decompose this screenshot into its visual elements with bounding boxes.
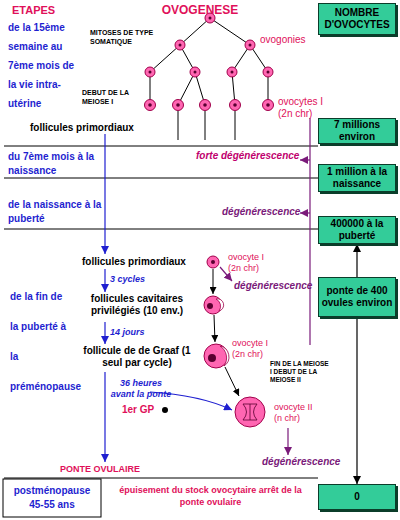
diagram-label: ETAPES	[12, 4, 82, 17]
oocyte-cell	[263, 100, 274, 111]
diagram-label: de la 15ème semaine au 7ème mois de la v…	[8, 18, 76, 113]
cell-nucleus	[267, 71, 270, 74]
count-box: 0	[318, 484, 396, 510]
tree-branch	[235, 111, 236, 140]
tree-branch	[178, 111, 179, 140]
degeneration-line	[309, 118, 310, 345]
count-text: 1 million à la naissance	[319, 166, 395, 190]
diagram-label: ovocyte I (2n chr)	[232, 338, 277, 360]
time-arrow	[104, 269, 105, 292]
diagram-label: follicules cavitaires privilégiés (10 en…	[76, 293, 198, 317]
cell-nucleus	[176, 103, 180, 107]
diagram-label: MITOSES DE TYPE SOMATIQUE	[90, 28, 158, 46]
polar-body	[162, 407, 168, 413]
diagram-label: épuisement du stock ovocytaire arrêt de …	[108, 484, 313, 508]
cell-nucleus	[148, 103, 152, 107]
ovogonia-cell	[145, 67, 155, 77]
oocyte-ii-cell	[235, 397, 265, 427]
ovogonia-cell	[175, 40, 185, 50]
oocyte-cell	[230, 100, 241, 111]
diagram-label: 14 jours	[110, 327, 170, 338]
diagram-label: du 7ème mois à la naissance	[8, 150, 98, 178]
count-box: ponte de 400 ovules environ	[318, 277, 396, 317]
time-arrow	[104, 134, 105, 254]
row-frame	[3, 479, 101, 517]
diagram-label: ovocytes I (2n chr)	[278, 96, 328, 120]
diagram-label: dégénérescence	[234, 280, 314, 292]
oocyte-cell	[207, 256, 219, 268]
diagram-label: 1er GP	[122, 404, 162, 416]
row-separator	[4, 178, 318, 179]
oocyte-cell	[173, 100, 184, 111]
cell-nucleus	[249, 44, 252, 47]
time-arrow	[104, 322, 105, 344]
cell-nucleus	[211, 260, 215, 264]
time-arrow	[104, 372, 105, 462]
count-text: ponte de 400 ovules environ	[319, 285, 395, 309]
degeneration-arrow	[300, 212, 310, 213]
count-box: 400000 à la puberté	[318, 216, 396, 244]
diagram-label: postménopause 45-55 ans	[6, 484, 98, 512]
count-text: 0	[354, 491, 360, 503]
diagram-label: ovocyte II (n chr)	[274, 402, 322, 424]
oocyte-cell	[145, 100, 156, 111]
diagram-label: PONTE OVULAIRE	[60, 464, 160, 475]
tree-branch	[205, 111, 206, 140]
progression-arrow	[225, 367, 239, 396]
diagram-label: follicules primordiaux	[30, 122, 160, 134]
diagram-label: de la fin de la puberté à la préménopaus…	[10, 282, 72, 402]
graaf-follicle	[204, 344, 228, 368]
diagram-label: dégénérescence	[222, 206, 312, 218]
degeneration-arrow	[287, 428, 288, 455]
tree-branch	[180, 18, 210, 45]
diagram-label: ovocyte I (2n chr)	[228, 252, 273, 274]
ovogonia-cell	[227, 67, 237, 77]
row-separator	[4, 146, 318, 147]
cell-nucleus	[194, 71, 197, 74]
cell-nucleus	[208, 354, 216, 362]
diagram-label: follicules primordiaux	[82, 256, 207, 268]
count-box: NOMBRE D'OVOCYTES	[318, 3, 396, 35]
diagram-label: 3 cycles	[110, 274, 170, 285]
diagram-label: forte dégénérescence	[196, 150, 306, 162]
tree-branch	[150, 45, 180, 72]
tree-branch	[210, 18, 250, 45]
ovogonia-cell	[190, 67, 200, 77]
ovogonia-cell	[245, 40, 255, 50]
diagram-label: FIN DE LA MEIOSE I DEBUT DE LA MEIOSE II	[270, 360, 330, 384]
follicle-cavity	[216, 299, 224, 311]
diagram-label: 36 heures avant la ponte	[110, 378, 172, 400]
cell-nucleus	[179, 44, 182, 47]
diagram-label: DEBUT DE LA MEIOSE I	[82, 88, 140, 106]
diagram-label: ovogonies	[260, 34, 320, 46]
meiotic-spindle	[243, 404, 257, 420]
ovogonia-cell	[263, 67, 273, 77]
count-box: 1 million à la naissance	[318, 164, 396, 192]
count-text: NOMBRE D'OVOCYTES	[319, 7, 395, 31]
cell-nucleus	[203, 103, 207, 107]
mitosis-tree	[150, 18, 268, 140]
diagram-label: follicule de de Graaf (1 seul par cycle)	[76, 345, 198, 369]
row-separator	[4, 478, 318, 479]
diagram-label: de la naissance à la puberté	[8, 198, 103, 226]
degeneration-arrow	[300, 159, 310, 160]
row-separator	[4, 229, 318, 230]
cell-nucleus	[207, 303, 213, 309]
follicle-cavity	[220, 346, 229, 366]
cell-nucleus	[233, 103, 237, 107]
progression-arrow	[213, 269, 214, 294]
count-text: 400000 à la puberté	[319, 218, 395, 242]
diagram-label: dégénérescence	[262, 456, 342, 468]
count-box: 7 millions environ	[318, 118, 396, 144]
spindle-fibres	[243, 404, 257, 420]
oocyte-cell	[200, 100, 211, 111]
cell-nucleus	[266, 103, 270, 107]
cell-nucleus	[231, 71, 234, 74]
count-text: 7 millions environ	[319, 119, 395, 143]
progression-arrow	[214, 315, 215, 342]
cell-nucleus	[149, 71, 152, 74]
